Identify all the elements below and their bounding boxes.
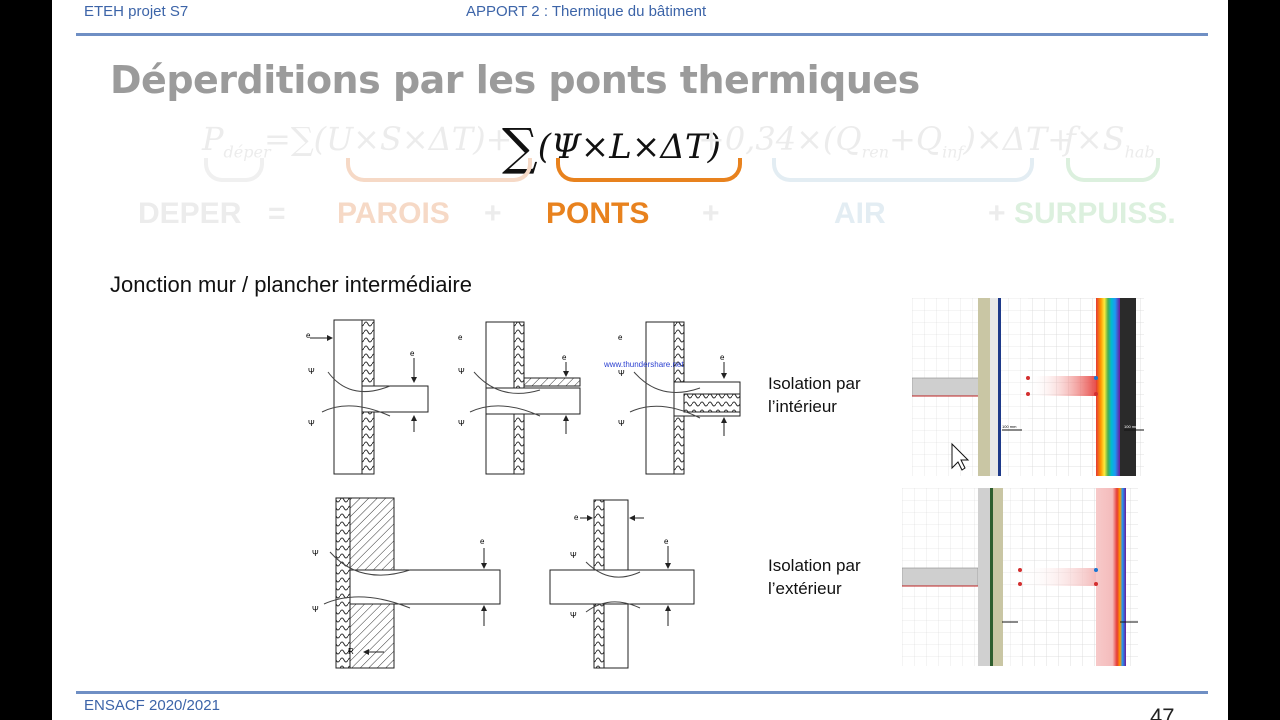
footer-rule [76, 691, 1208, 694]
formula-air-sub2: inf [942, 142, 964, 162]
formula-air: +0,34×(Qren+Qinf)×ΔT+ [698, 120, 1074, 161]
simulation-exterior [902, 488, 1138, 666]
label-plus1: + [484, 197, 502, 230]
brace-deper [204, 158, 264, 182]
sim-int-scale-left: 100 mm [1002, 424, 1017, 429]
d1-psi2-label: Ψ [308, 419, 315, 428]
caption-exterior-line1: Isolation par [768, 556, 861, 575]
d1-psi1-label: Ψ [308, 367, 315, 376]
label-eq: = [268, 197, 286, 230]
diagram-3: e e Ψ Ψ www.thundershare.net [603, 321, 741, 475]
caption-interior-line1: Isolation par [768, 374, 861, 393]
junction-diagrams: e e Ψ Ψ e e Ψ Ψ [306, 319, 741, 669]
d5-ep-label: e [664, 537, 669, 546]
d5-em-label: e [574, 513, 579, 522]
d3-psi1-label: Ψ [618, 369, 625, 378]
caption-interior: Isolation par l’intérieur [768, 372, 861, 418]
d3-em-label: e [618, 333, 623, 342]
caption-exterior: Isolation par l’extérieur [768, 554, 861, 600]
slide: ETEH projet S7 APPORT 2 : Thermique du b… [52, 0, 1228, 720]
label-plus2: + [702, 197, 720, 230]
section-subtitle: Jonction mur / plancher intermédiaire [110, 272, 472, 297]
brace-parois [346, 158, 532, 182]
caption-exterior-line2: l’extérieur [768, 579, 842, 598]
d2-em-label: e [458, 333, 463, 342]
label-plus3: + [988, 197, 1006, 230]
brace-air [772, 158, 1034, 182]
watermark-text: www.thundershare.net [603, 360, 684, 369]
term-labels: DEPER = PAROIS + PONTS + AIR + SURPUISS. [52, 197, 1228, 237]
header-left: ETEH projet S7 [84, 3, 189, 20]
simulation-interior: 100 mm 100 mm [912, 298, 1144, 476]
d4-psi1-label: Ψ [312, 549, 319, 558]
brace-ponts [556, 158, 742, 182]
d5-psi2-label: Ψ [570, 611, 577, 620]
d3-psi2-label: Ψ [618, 419, 625, 428]
formula-lhs-symbol: P [202, 120, 224, 158]
header-rule [76, 33, 1208, 36]
formula-air-mid: +Q [889, 120, 943, 158]
formula-walls: =∑(U×S×ΔT)+ [264, 120, 513, 158]
sim-int-scale-right: 100 mm [1124, 424, 1139, 429]
d4-ri-label: R [348, 647, 354, 656]
caption-interior-line2: l’intérieur [768, 397, 837, 416]
formula-lhs-sub: déper [223, 142, 271, 162]
label-air: AIR [834, 197, 886, 230]
d4-ep-label: e [480, 537, 485, 546]
formula-extra-sub: hab [1124, 142, 1155, 162]
diagram-2: e e Ψ Ψ [458, 321, 581, 475]
formula: Pdéper =∑(U×S×ΔT)+ ∑(Ψ×L×ΔT) +0,34×(Qren… [202, 112, 1162, 192]
footer-text: ENSACF 2020/2021 [84, 697, 220, 714]
diagram-1: e e Ψ Ψ [306, 319, 429, 475]
brace-surpuiss [1066, 158, 1160, 182]
formula-air-sub1: ren [861, 142, 890, 162]
d1-ep-label: e [410, 349, 415, 358]
page-number: 47 [1150, 704, 1175, 720]
label-ponts: PONTS [546, 197, 650, 230]
d4-psi2-label: Ψ [312, 605, 319, 614]
label-surpuiss: SURPUISS. [1014, 197, 1176, 230]
d2-psi1-label: Ψ [458, 367, 465, 376]
diagram-5: e e Ψ Ψ [549, 499, 695, 669]
formula-extra: f×Shab [1064, 120, 1155, 161]
formula-air-start: +0,34×(Q [698, 120, 862, 158]
header-center: APPORT 2 : Thermique du bâtiment [466, 3, 707, 20]
slide-title: Déperditions par les ponts thermiques [110, 58, 920, 102]
d1-em-label: e [306, 331, 311, 340]
label-deper: DEPER [138, 197, 242, 230]
formula-extra-start: f×S [1064, 120, 1125, 158]
d5-psi1-label: Ψ [570, 551, 577, 560]
formula-air-end: )×ΔT+ [963, 120, 1074, 158]
d2-psi2-label: Ψ [458, 419, 465, 428]
diagram-4: e Ψ Ψ R [312, 497, 501, 669]
d2-ep-label: e [562, 353, 567, 362]
label-parois: PAROIS [337, 197, 450, 230]
formula-lhs: Pdéper [202, 120, 271, 161]
mouse-cursor-icon [951, 442, 970, 471]
d3-ep-label: e [720, 353, 725, 362]
